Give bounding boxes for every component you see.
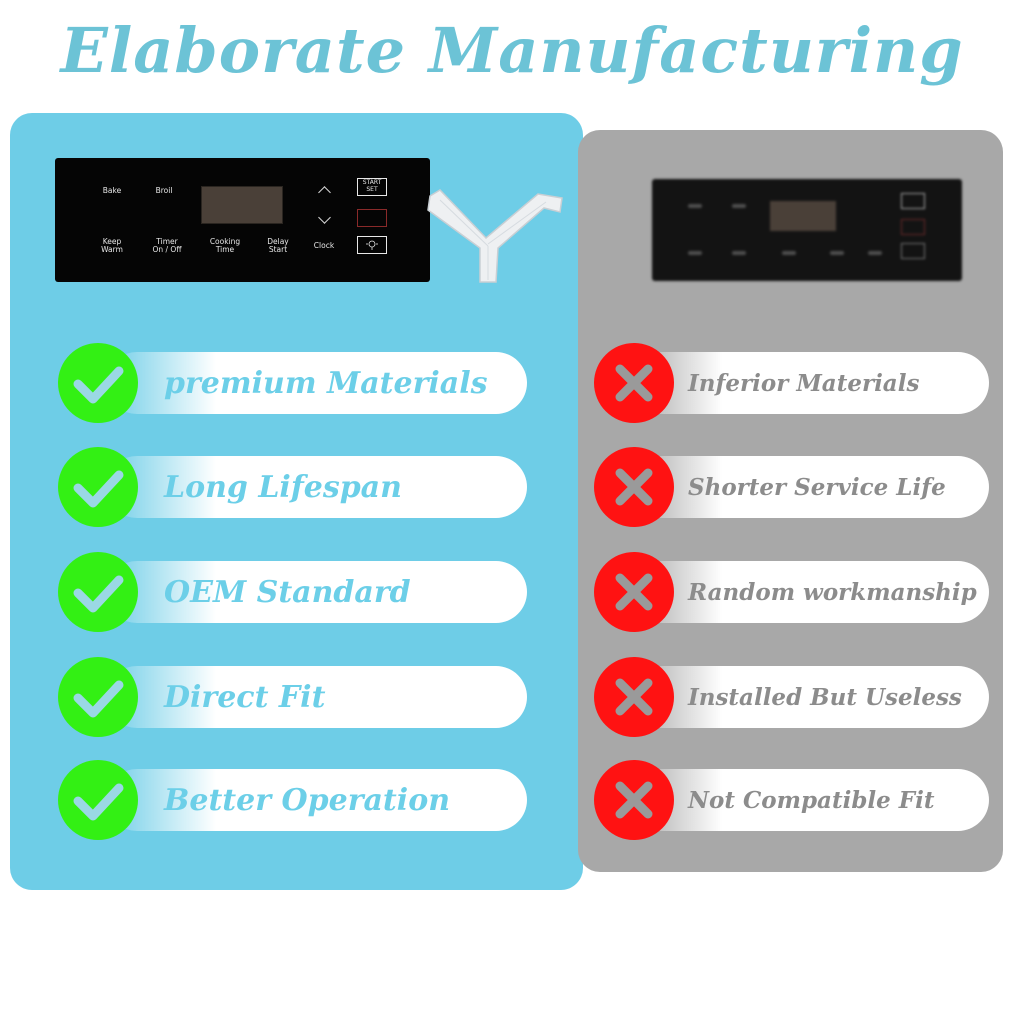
light-key: [357, 236, 387, 254]
check-icon: [58, 760, 138, 840]
good-label: Long Lifespan: [164, 469, 402, 505]
check-icon: [58, 447, 138, 527]
page-title: Elaborate Manufacturing: [60, 14, 964, 87]
cross-icon: [594, 760, 674, 840]
good-pill: Better Operation: [106, 769, 527, 831]
bad-row: Inferior Materials: [0, 343, 1024, 423]
bad-label: Inferior Materials: [688, 369, 920, 397]
bad-pill: Installed But Useless: [632, 666, 989, 728]
light-bulb-icon: [366, 240, 378, 250]
good-pill: OEM Standard: [106, 561, 527, 623]
good-row: Long Lifespan: [0, 447, 1024, 527]
cross-icon: [594, 552, 674, 632]
bad-pill: Shorter Service Life: [632, 456, 989, 518]
keep-warm-label: Keep Warm: [101, 237, 123, 254]
bad-row: Not Compatible Fit: [0, 760, 1024, 840]
bad-label: Random workmanship: [688, 578, 977, 606]
good-row: OEM Standard: [0, 552, 1024, 632]
bad-label: Shorter Service Life: [688, 473, 946, 501]
check-icon: [58, 552, 138, 632]
good-row: Direct Fit: [0, 657, 1024, 737]
display-window: [201, 186, 283, 224]
bad-pill: Random workmanship: [632, 561, 989, 623]
delay-start-label: Delay Start: [267, 237, 289, 254]
cross-icon: [594, 343, 674, 423]
cross-icon: [594, 447, 674, 527]
broil-label: Broil: [155, 186, 173, 195]
good-label: Better Operation: [164, 782, 451, 818]
good-row: Better Operation: [0, 760, 1024, 840]
cooking-time-label: Cooking Time: [209, 237, 241, 254]
bad-label: Installed But Useless: [688, 683, 962, 711]
bad-label: Not Compatible Fit: [688, 786, 935, 814]
blurred-board-image: [652, 179, 962, 281]
control-board-image: Bake Broil START SET Keep Warm Timer On …: [55, 158, 430, 282]
bad-row: Installed But Useless: [0, 657, 1024, 737]
start-set-label: START SET: [362, 179, 382, 193]
bad-pill: Not Compatible Fit: [632, 769, 989, 831]
bake-label: Bake: [102, 186, 122, 195]
bad-row: Random workmanship: [0, 552, 1024, 632]
chevron-down-icon: [318, 211, 331, 224]
good-row: premium Materials: [0, 343, 1024, 423]
bad-row: Shorter Service Life: [0, 447, 1024, 527]
good-pill: premium Materials: [106, 352, 527, 414]
good-label: OEM Standard: [164, 574, 411, 610]
cross-icon: [594, 657, 674, 737]
check-icon: [58, 343, 138, 423]
clock-label: Clock: [313, 241, 335, 250]
good-label: Direct Fit: [164, 679, 326, 715]
good-pill: Direct Fit: [106, 666, 527, 728]
timer-label: Timer On / Off: [152, 237, 182, 254]
check-icon: [58, 657, 138, 737]
good-label: premium Materials: [164, 365, 488, 401]
cancel-key: [357, 209, 387, 227]
good-pill: Long Lifespan: [106, 456, 527, 518]
chevron-up-icon: [318, 186, 331, 199]
bad-pill: Inferior Materials: [632, 352, 989, 414]
ribbon-cable-image: [427, 189, 563, 283]
start-set-key: START SET: [357, 178, 387, 196]
